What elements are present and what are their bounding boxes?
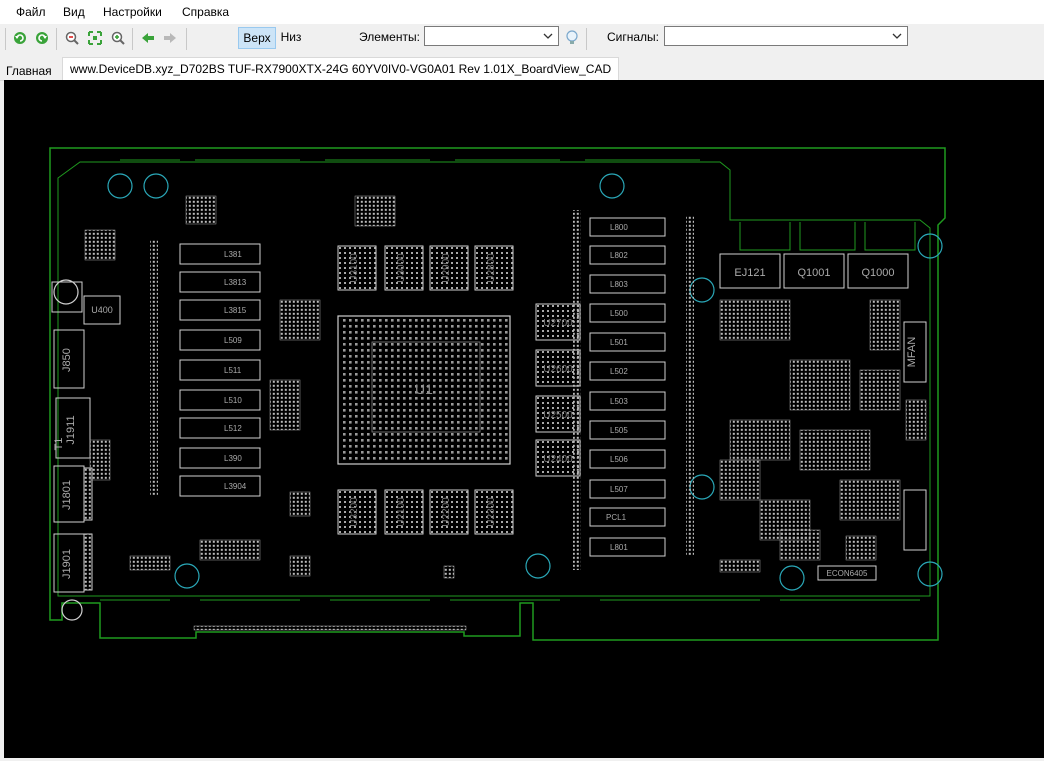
chip-label: U2400 [543,454,573,465]
toolbar-separator [132,28,133,50]
rotate-right-icon[interactable] [32,28,52,48]
signals-combobox[interactable] [664,26,908,46]
chip-label: U2500 [543,410,573,421]
inductor-label: L802 [610,251,628,260]
elements-combobox[interactable] [424,26,559,46]
menu-view[interactable]: Вид [63,5,85,19]
connector-label: Q1000 [861,267,894,279]
side-bottom-label: Низ [280,30,302,44]
board-inner-outline [57,161,931,597]
inductor-label: L800 [610,223,628,232]
toolbar-separator [186,28,187,50]
connector-label: Q1001 [797,267,830,279]
side-top-button[interactable]: Верх [238,27,276,49]
menu-help[interactable]: Справка [182,5,230,19]
left-vrm [179,243,261,497]
menu-bar: Файл Вид Настройки Справка [0,0,1044,24]
inductor-label: L500 [610,309,628,318]
inductor-label: L511 [224,366,242,375]
inductor-label: L390 [224,454,242,463]
connector-label: J1901 [61,549,73,579]
inductor-label: L512 [224,424,242,433]
inductor-label: L502 [610,367,628,376]
lightbulb-icon[interactable] [562,28,582,48]
inductor-label: L505 [610,426,628,435]
menu-file[interactable]: Файл [16,5,46,19]
connector-label: U400 [91,305,113,315]
board-outline [49,147,946,641]
chip-label: U2300 [486,497,497,527]
inductor-label: L3904 [224,482,247,491]
memory-column-right: U2700 U2600 U2500 U2400 [535,303,581,477]
connector-label: EJ121 [734,267,765,279]
gpu-package: U1 [337,315,511,465]
inductor-label: L507 [610,485,628,494]
side-bottom-button[interactable]: Низ [276,27,306,47]
econ-label: ECON6405 [827,569,868,578]
gpu-label: U1 [415,381,433,397]
connector-label: T1 [53,438,65,451]
component-clusters [84,195,927,579]
signals-label: Сигналы: [607,30,660,44]
tab-home[interactable]: Главная [6,64,52,78]
inductor-label: L803 [610,280,628,289]
tab-strip: Главная www.DeviceDB.xyz_D702BS TUF-RX79… [0,56,1044,81]
board-view[interactable]: U1 U3100 U3000 U2900 U2800 U3200 U2100 U… [4,80,1044,758]
inductor-label: L501 [610,338,628,347]
zoom-fit-icon[interactable] [85,28,105,48]
chevron-down-icon [892,33,902,39]
bracket-segments [100,159,920,601]
chip-label: U3200 [349,497,360,527]
back-arrow-icon[interactable] [138,28,158,48]
connector-label: J1801 [61,480,73,510]
inductor-label: L509 [224,336,242,345]
memory-row-bottom: U3200 U2100 U2200 U2300 [337,489,514,535]
forward-arrow-icon[interactable] [160,28,180,48]
inductor-label: PCL1 [606,513,627,522]
tab-boardview-file[interactable]: www.DeviceDB.xyz_D702BS TUF-RX7900XTX-24… [62,57,620,81]
chevron-down-icon [543,33,553,39]
menu-settings[interactable]: Настройки [103,5,162,19]
chip-label: U2200 [441,497,452,527]
chip-label: U2800 [486,253,497,283]
memory-row-top: U3100 U3000 U2900 U2800 [337,245,514,291]
toolbar-separator [5,28,6,50]
chip-label: U3000 [396,253,407,283]
board-canvas[interactable]: U1 U3100 U3000 U2900 U2800 U3200 U2100 U… [4,80,1044,758]
toolbar: Верх Низ Элементы: Сигналы: [0,24,1044,56]
chip-label: U2700 [543,318,573,329]
zoom-out-icon[interactable] [62,28,82,48]
chip-label: U2600 [543,364,573,375]
inductor-label: L510 [224,396,242,405]
chip-label: U2100 [396,497,407,527]
connector-label: J850 [61,348,73,372]
inductor-label: L503 [610,397,628,406]
zoom-in-icon[interactable] [108,28,128,48]
inductor-label: L381 [224,250,242,259]
inductor-label: L801 [610,543,628,552]
rotate-left-icon[interactable] [10,28,30,48]
toolbar-separator [586,28,587,50]
right-vrm [589,217,666,557]
side-top-label: Верх [243,31,271,45]
chip-label: U2900 [441,253,452,283]
pcie-edge-connector [193,625,467,631]
inductor-label: L506 [610,455,628,464]
chip-label: U3100 [349,253,360,283]
inductor-label: L3815 [224,306,247,315]
toolbar-separator [56,28,57,50]
left-connectors [51,281,121,593]
inductor-label: L3813 [224,278,247,287]
top-right-connectors [719,253,909,289]
fan-label: MFAN [906,337,918,368]
elements-label: Элементы: [359,30,420,44]
connector-label: J1911 [65,415,77,444]
